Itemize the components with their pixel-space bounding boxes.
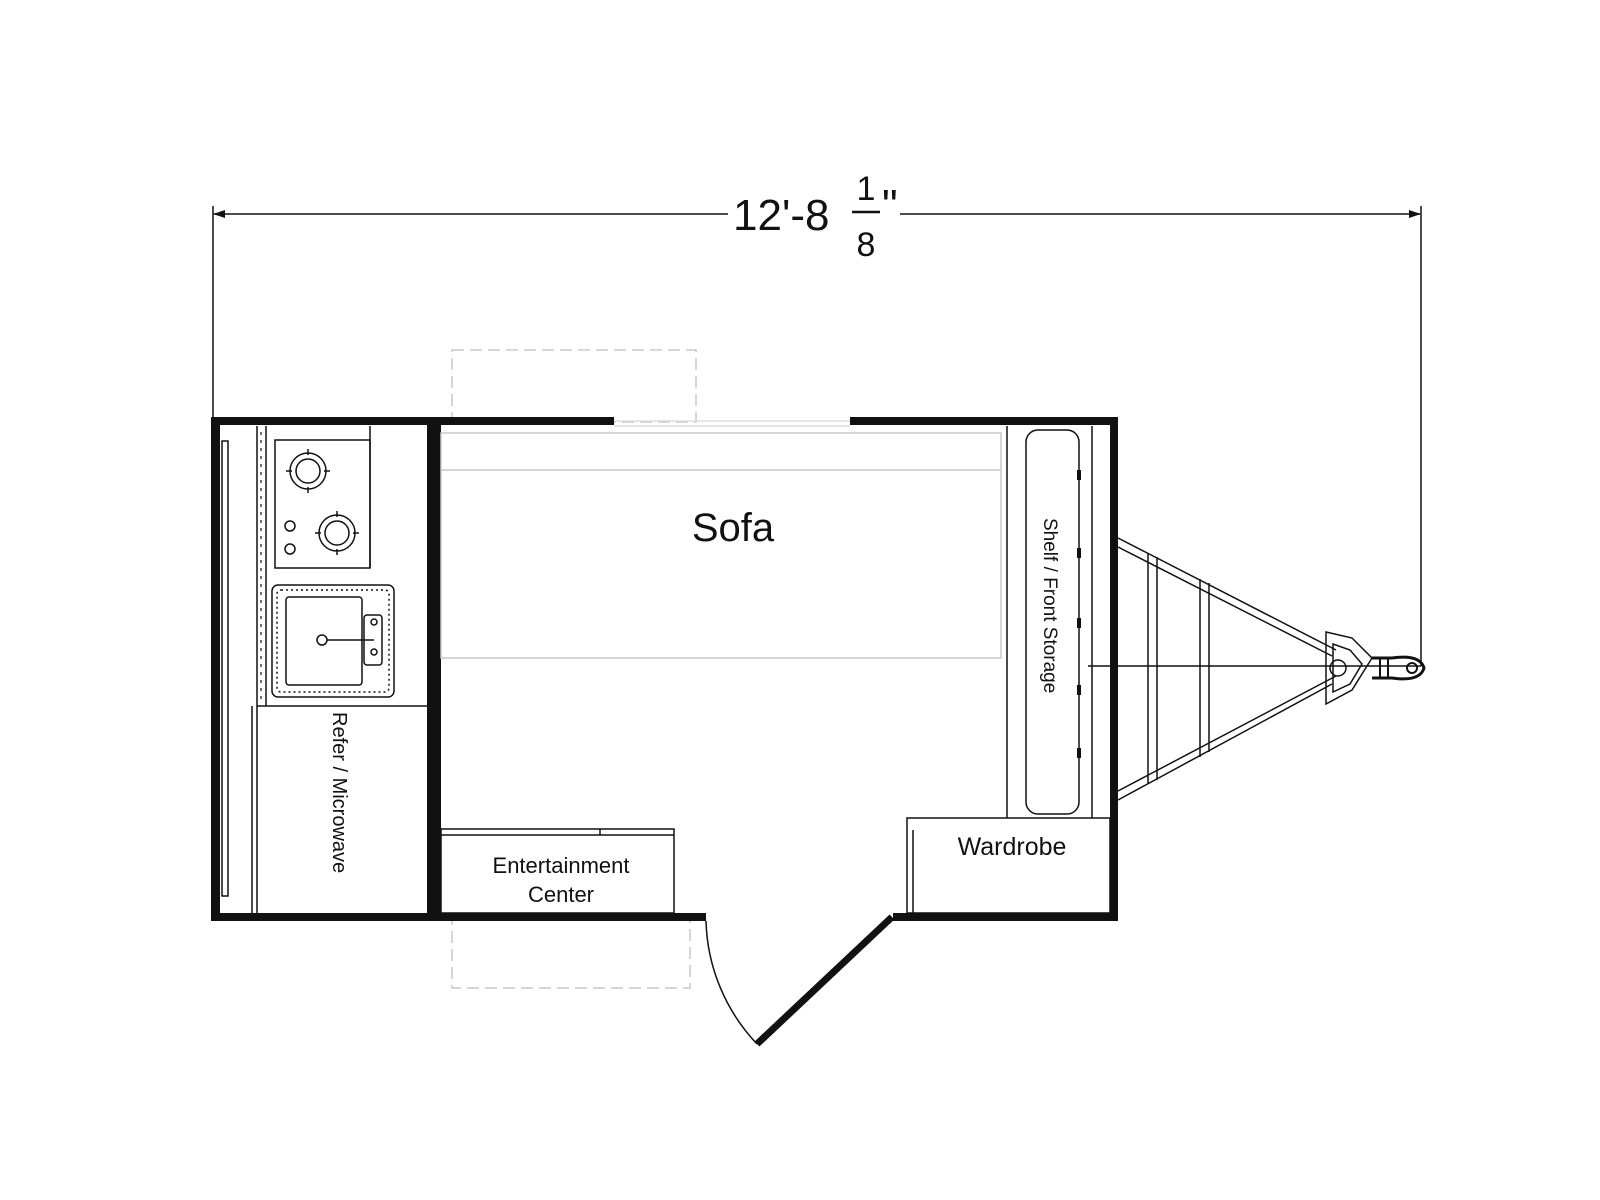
exterior-walls xyxy=(211,417,1118,921)
hitch-coupler-icon xyxy=(1372,655,1426,681)
wall-top-left xyxy=(211,417,614,425)
entertainment-label-line1: Entertainment xyxy=(493,853,630,878)
overall-length-dimension: 12'-8 1 8 " xyxy=(212,170,1422,666)
window-opening xyxy=(614,420,850,427)
wall-left xyxy=(211,417,220,921)
wall-bottom-left xyxy=(211,913,706,921)
rear-window xyxy=(221,440,229,897)
sink-basin xyxy=(285,596,363,686)
entertainment-label-line2: Center xyxy=(528,882,594,907)
shelf-storage-label: Shelf / Front Storage xyxy=(1039,518,1060,693)
wardrobe xyxy=(906,817,1111,914)
burner-icon xyxy=(315,511,359,555)
sofa xyxy=(440,432,1002,659)
wardrobe-label: Wardrobe xyxy=(958,833,1067,861)
faucet-icon xyxy=(316,634,328,646)
top-dashed-outline xyxy=(451,349,697,423)
trailer-tongue xyxy=(1088,537,1421,801)
storage-hinges xyxy=(1077,470,1081,758)
door-leaf xyxy=(754,914,895,1047)
wall-right xyxy=(1110,417,1118,921)
entry-door xyxy=(705,914,895,1047)
dimension-whole: 12'-8 xyxy=(733,191,829,240)
stove xyxy=(274,439,371,569)
knob-icon xyxy=(284,520,296,532)
dimension-inch-mark: " xyxy=(882,181,898,230)
dimension-denominator: 8 xyxy=(857,226,876,264)
dimension-numerator: 1 xyxy=(857,170,876,208)
knob-icon xyxy=(284,543,296,555)
door-swing-arc xyxy=(705,920,758,1045)
cooktop xyxy=(274,439,371,569)
sofa-label: Sofa xyxy=(692,506,775,550)
sink xyxy=(271,584,395,698)
burner-icon xyxy=(286,449,330,493)
bottom-dashed-outline xyxy=(451,914,691,989)
kitchen-partition xyxy=(427,417,441,921)
entertainment-center xyxy=(440,828,675,914)
wall-top-right xyxy=(850,417,1118,425)
refer-microwave-label: Refer / Microwave xyxy=(328,712,350,873)
refer-microwave-cabinet: Refer / Microwave xyxy=(328,712,350,873)
wall-bottom-right xyxy=(893,913,1118,921)
